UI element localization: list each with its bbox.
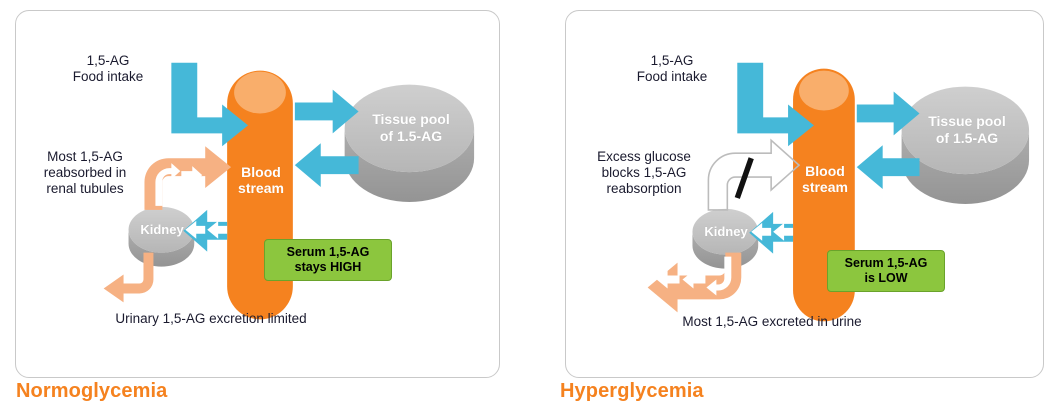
arrow-reabsorbed-to-blood <box>144 146 232 210</box>
panel-title-normoglycemia: Normoglycemia <box>16 380 174 403</box>
arrow-excretion-urine <box>103 252 154 303</box>
block-slash-icon <box>734 157 754 199</box>
kidney-shape <box>692 208 759 269</box>
arrow-blood-to-tissue <box>294 89 359 134</box>
label-food-intake: 1,5-AG Food intake <box>636 53 708 84</box>
arrow-tissue-to-blood <box>856 145 920 190</box>
blood-stream-label: Blood stream <box>802 163 848 196</box>
diagram-stage-normoglycemia: Blood stream Tissue pool of 1.5-AG Kidne… <box>16 11 499 377</box>
label-food-intake: 1,5-AG Food intake <box>72 53 144 84</box>
status-badge-serum: Serum 1,5-AG stays HIGH <box>264 239 392 281</box>
kidney-label: Kidney <box>140 222 184 237</box>
label-reabsorption-blocked: Excess glucose blocks 1,5-AG reabsorptio… <box>597 149 691 196</box>
arrow-food-intake <box>737 62 814 147</box>
tissue-pool-label: Tissue pool of 1.5-AG <box>928 113 1006 146</box>
normoglycemia-graphics <box>103 62 475 320</box>
arrow-blood-to-tissue <box>856 91 920 136</box>
blood-stream-label: Blood stream <box>238 164 284 197</box>
diagram-stage-hyperglycemia: Blood stream Tissue pool of 1.5-AG Kidne… <box>566 11 1043 377</box>
kidney-label: Kidney <box>704 224 748 239</box>
arrow-reabsorption-blocked <box>707 138 801 211</box>
tissue-pool-shape <box>901 86 1030 204</box>
arrow-blood-to-kidney <box>749 211 794 254</box>
arrow-tissue-to-blood <box>294 143 359 188</box>
status-badge-serum: Serum 1,5-AG is LOW <box>827 250 945 292</box>
panel-hyperglycemia: Blood stream Tissue pool of 1.5-AG Kidne… <box>565 10 1044 378</box>
panel-normoglycemia: Blood stream Tissue pool of 1.5-AG Kidne… <box>15 10 500 378</box>
tissue-pool-shape <box>344 84 475 202</box>
hyperglycemia-graphics <box>647 62 1030 322</box>
panel-title-hyperglycemia: Hyperglycemia <box>560 380 710 403</box>
tissue-pool-label: Tissue pool of 1.5-AG <box>372 111 450 144</box>
label-excretion: Urinary 1,5-AG excretion limited <box>115 311 307 326</box>
arrow-blood-to-kidney <box>183 209 228 252</box>
arrow-excretion-urine <box>647 252 742 313</box>
label-excretion: Most 1,5-AG excreted in urine <box>682 314 862 329</box>
arrow-food-intake <box>171 62 249 147</box>
label-reabsorption: Most 1,5-AG reabsorbed in renal tubules <box>43 149 127 196</box>
